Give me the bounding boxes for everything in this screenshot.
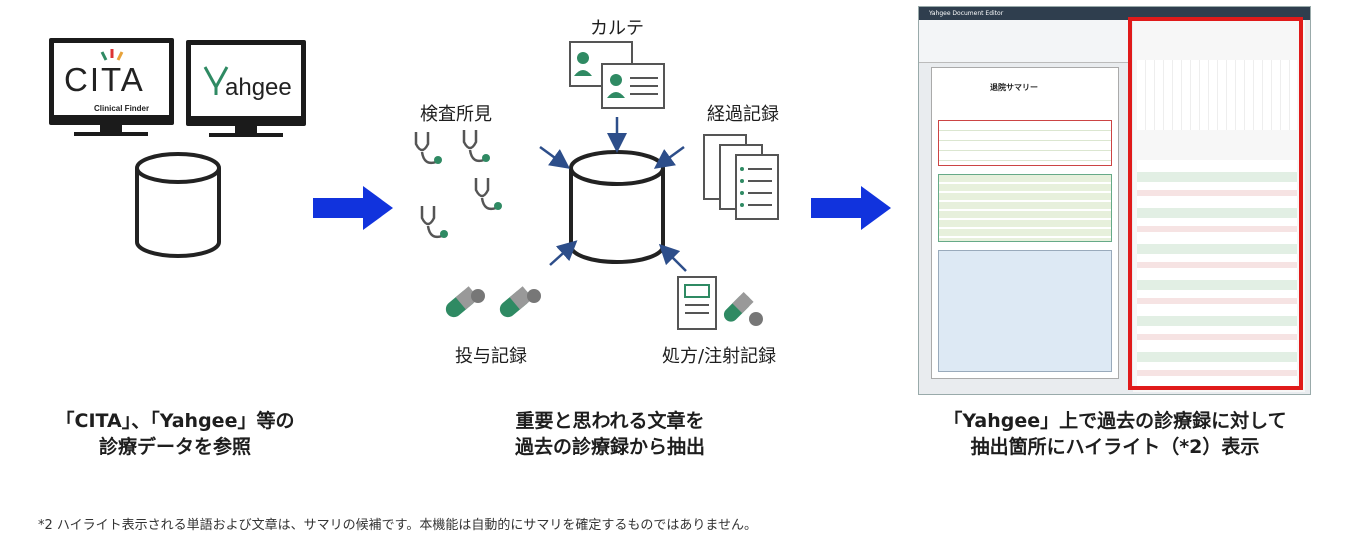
yahgee-logo-mark: [203, 66, 229, 95]
yahgee-monitor-stand: [235, 125, 257, 133]
cita-monitor-base: [74, 132, 148, 136]
right-caption-line2: 抽出箇所にハイライト（*2）表示: [970, 436, 1260, 458]
cita-logo-subtitle: Clinical Finder: [94, 104, 150, 113]
form-table: [938, 120, 1112, 166]
flow-arrow-1: [313, 186, 393, 230]
database-icon: [135, 152, 221, 258]
cita-monitor-stand: [100, 124, 122, 132]
cita-monitor: CITA Clinical Finder: [49, 38, 174, 125]
yahgee-editor-window: Yahgee Document Editor 退院サマリー: [918, 6, 1311, 395]
right-caption-line1: 「Yahgee」上で過去の診療録に対して: [943, 410, 1287, 432]
cita-logo-marks: [100, 49, 124, 61]
yahgee-logo: ahgee: [225, 74, 292, 101]
yahgee-monitor: ahgee: [186, 40, 306, 126]
middle-caption-line2: 過去の診療録から抽出: [514, 436, 705, 458]
panel-list: [1137, 160, 1297, 388]
keika-icon: [703, 134, 779, 220]
karte-icon: [569, 41, 665, 109]
inflow-arrows: [539, 117, 687, 272]
middle-caption-line1: 重要と思われる文章を: [515, 410, 705, 432]
yahgee-monitor-base: [209, 133, 283, 137]
pill-icons-touyo: [445, 286, 541, 318]
editor-title-bar: Yahgee Document Editor: [919, 7, 1310, 20]
cita-screen: CITA Clinical Finder: [54, 43, 169, 115]
record-table: [938, 174, 1112, 242]
left-caption-line2: 診療データを参照: [98, 436, 251, 458]
side-panel: [1133, 20, 1305, 392]
notes-area: [938, 250, 1112, 372]
label-karte: カルテ: [590, 18, 644, 39]
label-keika: 経過記録: [707, 104, 779, 125]
label-shohou: 処方/注射記録: [662, 346, 777, 367]
cita-logo: CITA: [64, 61, 145, 98]
panel-calendar: [1137, 60, 1297, 130]
stethoscope-icons: [414, 130, 502, 239]
left-caption-line1: 「CITA」、「Yahgee」等の: [55, 410, 295, 432]
editor-document-page: 退院サマリー: [931, 67, 1119, 379]
flow-arrow-2: [811, 186, 891, 230]
highlight-frame: [1128, 17, 1303, 390]
summary-title: 退院サマリー: [990, 83, 1038, 92]
prescription-icon: [677, 276, 763, 330]
editor-toolbar: [919, 20, 1129, 63]
yahgee-screen: ahgee: [191, 45, 301, 116]
footnote: *2 ハイライト表示される単語および文章は、サマリの候補です。本機能は自動的にサ…: [38, 518, 757, 533]
label-kensa: 検査所見: [420, 104, 492, 125]
label-touyo: 投与記録: [455, 346, 527, 367]
